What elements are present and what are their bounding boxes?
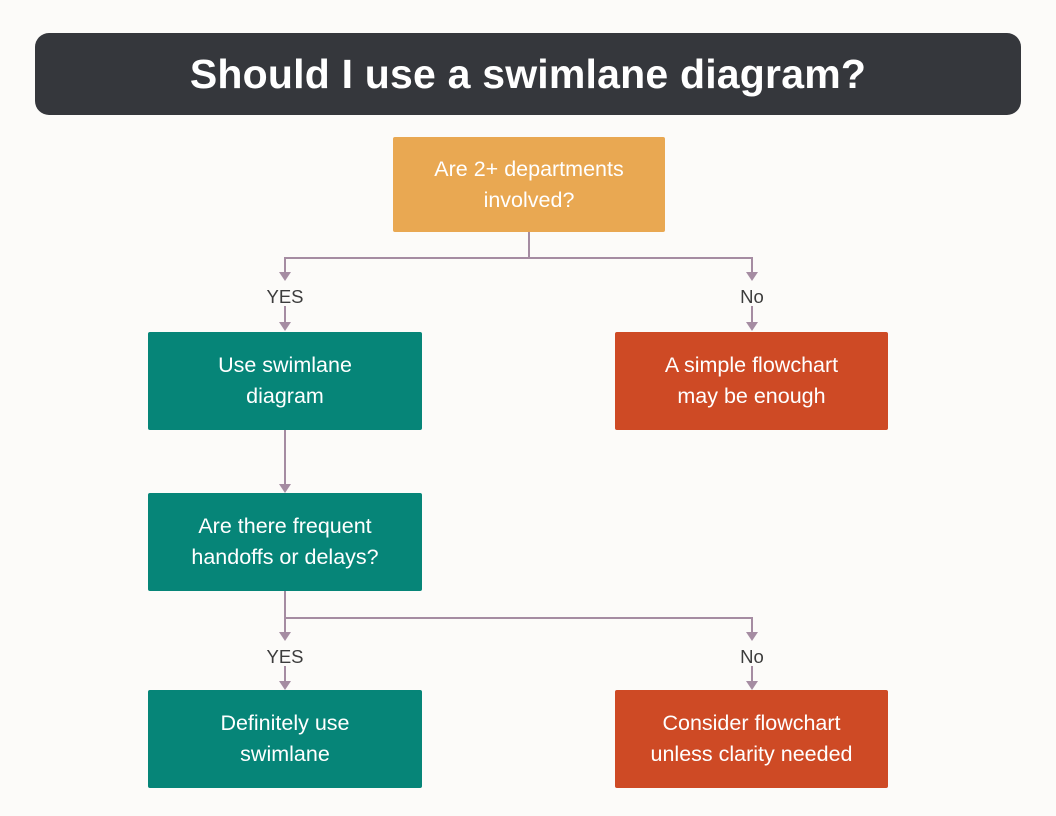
node-simple-flowchart: A simple flowchart may be enough (615, 332, 888, 430)
arrowhead-into-yes2 (279, 681, 291, 690)
edge-label-branch1-no: No (740, 286, 764, 307)
arrowhead-branch1-no-upper (746, 272, 758, 281)
diagram-title: Should I use a swimlane diagram? (189, 50, 867, 97)
edge-label-branch1-yes: YES (266, 286, 304, 307)
node-consider-flowchart: Consider flowchart unless clarity needed (615, 690, 888, 788)
arrowhead-into-q2 (279, 484, 291, 493)
arrowhead-branch1-yes-upper (279, 272, 291, 281)
edge-label-branch2-no: No (740, 646, 764, 667)
edge-label-branch2-yes: YES (266, 646, 304, 667)
arrowhead-into-no1 (746, 322, 758, 331)
node-use-swimlane: Use swimlane diagram (148, 332, 422, 430)
arrowhead-branch2-yes-upper (279, 632, 291, 641)
arrowhead-into-yes1 (279, 322, 291, 331)
arrowhead-branch2-no-upper (746, 632, 758, 641)
node-question-departments: Are 2+ departments involved? (393, 137, 665, 232)
node-definitely-swimlane: Definitely use swimlane (148, 690, 422, 788)
title-banner: Should I use a swimlane diagram? (35, 33, 1021, 115)
node-question-handoffs: Are there frequent handoffs or delays? (148, 493, 422, 591)
arrowhead-into-no2 (746, 681, 758, 690)
